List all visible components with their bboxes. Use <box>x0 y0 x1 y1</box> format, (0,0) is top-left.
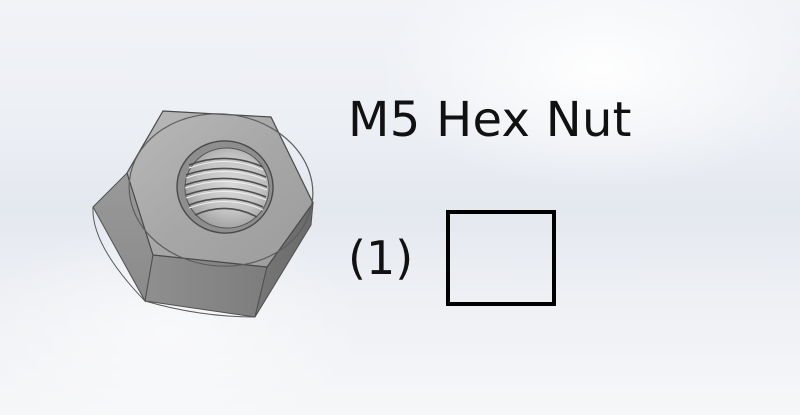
part-title: M5 Hex Nut <box>348 92 632 148</box>
part-quantity: (1) <box>348 231 414 285</box>
part-checkbox[interactable] <box>446 210 556 306</box>
hex-nut-icon <box>85 95 325 325</box>
